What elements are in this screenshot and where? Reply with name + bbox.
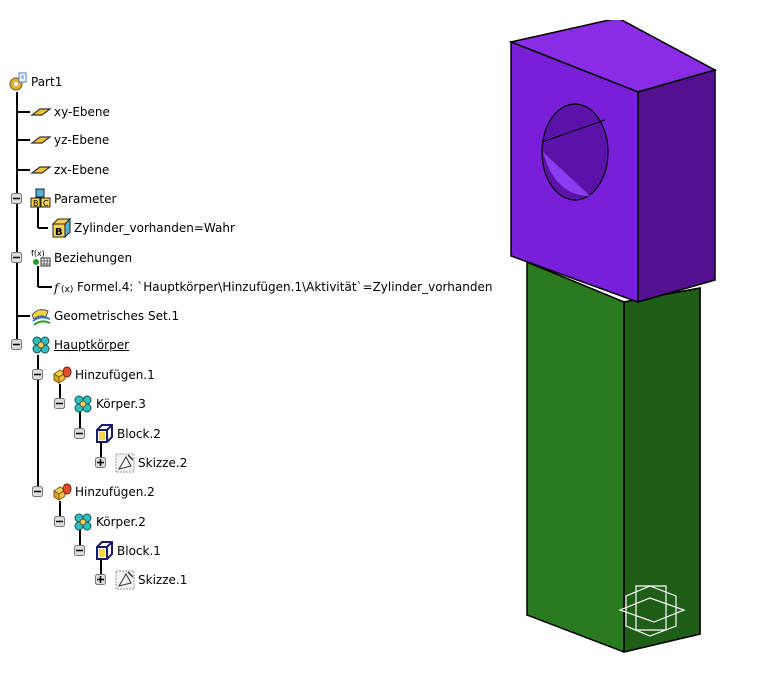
tree-node-sketch-1[interactable]: Skizze.1 [114, 569, 187, 591]
body-icon [72, 511, 94, 533]
tree-node-label: Körper.2 [96, 515, 146, 529]
tree-node-label: Formel.4: `Hauptkörper\Hinzufügen.1\Akti… [77, 280, 493, 294]
collapse-toggle-icon[interactable] [11, 339, 22, 350]
tree-node-label: Block.1 [117, 544, 161, 558]
sketch-icon [114, 569, 136, 591]
tree-node-yz-plane[interactable]: yz-Ebene [30, 129, 109, 151]
tree-node-label: Part1 [31, 75, 63, 89]
tree-node-pad-1[interactable]: Block.1 [93, 540, 161, 562]
collapse-toggle-icon[interactable] [11, 193, 22, 204]
tree-node-body-2[interactable]: Körper.2 [72, 511, 146, 533]
collapse-toggle-icon[interactable] [74, 545, 85, 556]
tree-node-sketch-2[interactable]: Skizze.2 [114, 452, 187, 474]
geometrical-set-icon [30, 305, 52, 327]
tree-node-part1[interactable]: Part1 [7, 71, 62, 93]
tree-node-label: yz-Ebene [54, 133, 110, 147]
add-operation-icon [51, 364, 73, 386]
collapse-toggle-icon[interactable] [54, 398, 65, 409]
tree-node-label: Beziehungen [54, 251, 133, 265]
tree-node-zx-plane[interactable]: zx-Ebene [30, 159, 109, 181]
plane-icon [30, 159, 52, 181]
svg-text:f(x): f(x) [31, 249, 45, 258]
collapse-toggle-icon[interactable] [32, 369, 43, 380]
svg-text:f: f [53, 281, 61, 295]
tree-node-label: zx-Ebene [54, 163, 110, 177]
tree-node-xy-plane[interactable]: xy-Ebene [30, 101, 110, 123]
pad-icon [93, 423, 115, 445]
plane-icon [30, 129, 52, 151]
plane-icon [30, 101, 52, 123]
tree-node-label: Geometrisches Set.1 [54, 309, 180, 323]
body-icon [72, 393, 94, 415]
tree-node-label: Skizze.2 [138, 456, 188, 470]
sketch-icon [114, 452, 136, 474]
axis-compass-icon [618, 585, 686, 637]
tree-node-geometrical-set[interactable]: Geometrisches Set.1 [30, 305, 179, 327]
tree-node-add-operation-1[interactable]: Hinzufügen.1 [51, 364, 155, 386]
collapse-toggle-icon[interactable] [11, 252, 22, 263]
relations-icon: f(x) [30, 247, 52, 269]
tree-node-main-body[interactable]: Hauptkörper [30, 334, 129, 356]
top-block[interactable] [508, 20, 717, 304]
tree-node-add-operation-2[interactable]: Hinzufügen.2 [51, 481, 155, 503]
boolean-parameter-icon: B [50, 217, 72, 239]
tree-node-formula[interactable]: f(x) Formel.4: `Hauptkörper\Hinzufügen.1… [53, 276, 492, 298]
svg-text:C: C [43, 199, 49, 208]
tree-node-pad-2[interactable]: Block.2 [93, 423, 161, 445]
pad-icon [93, 540, 115, 562]
bottom-block[interactable] [526, 260, 701, 653]
body-icon [30, 334, 52, 356]
expand-toggle-icon[interactable] [95, 457, 106, 468]
tree-node-label: Hinzufügen.1 [75, 368, 155, 382]
svg-text:(x): (x) [61, 285, 73, 295]
tree-node-body-3[interactable]: Körper.3 [72, 393, 146, 415]
collapse-toggle-icon[interactable] [74, 428, 85, 439]
tree-node-boolean-parameter[interactable]: B Zylinder_vorhanden=Wahr [50, 217, 235, 239]
tree-node-label: Zylinder_vorhanden=Wahr [74, 221, 235, 235]
cylinder-hole [541, 103, 609, 201]
tree-node-label: xy-Ebene [54, 105, 110, 119]
svg-text:B: B [33, 199, 39, 208]
tree-node-label: Skizze.1 [138, 573, 188, 587]
add-operation-icon [51, 481, 73, 503]
tree-node-relations[interactable]: f(x) Beziehungen [30, 247, 132, 269]
tree-node-label: Hinzufügen.2 [75, 485, 155, 499]
svg-text:B: B [55, 227, 63, 238]
expand-toggle-icon[interactable] [95, 574, 106, 585]
tree-node-label: Block.2 [117, 427, 161, 441]
tree-node-label: Hauptkörper [54, 338, 130, 352]
formula-icon: f(x) [53, 276, 75, 298]
tree-node-label: Parameter [54, 192, 117, 206]
tree-node-label: Körper.3 [96, 397, 146, 411]
part-icon [7, 71, 29, 93]
3d-viewport[interactable] [490, 20, 750, 670]
collapse-toggle-icon[interactable] [54, 516, 65, 527]
collapse-toggle-icon[interactable] [32, 486, 43, 497]
